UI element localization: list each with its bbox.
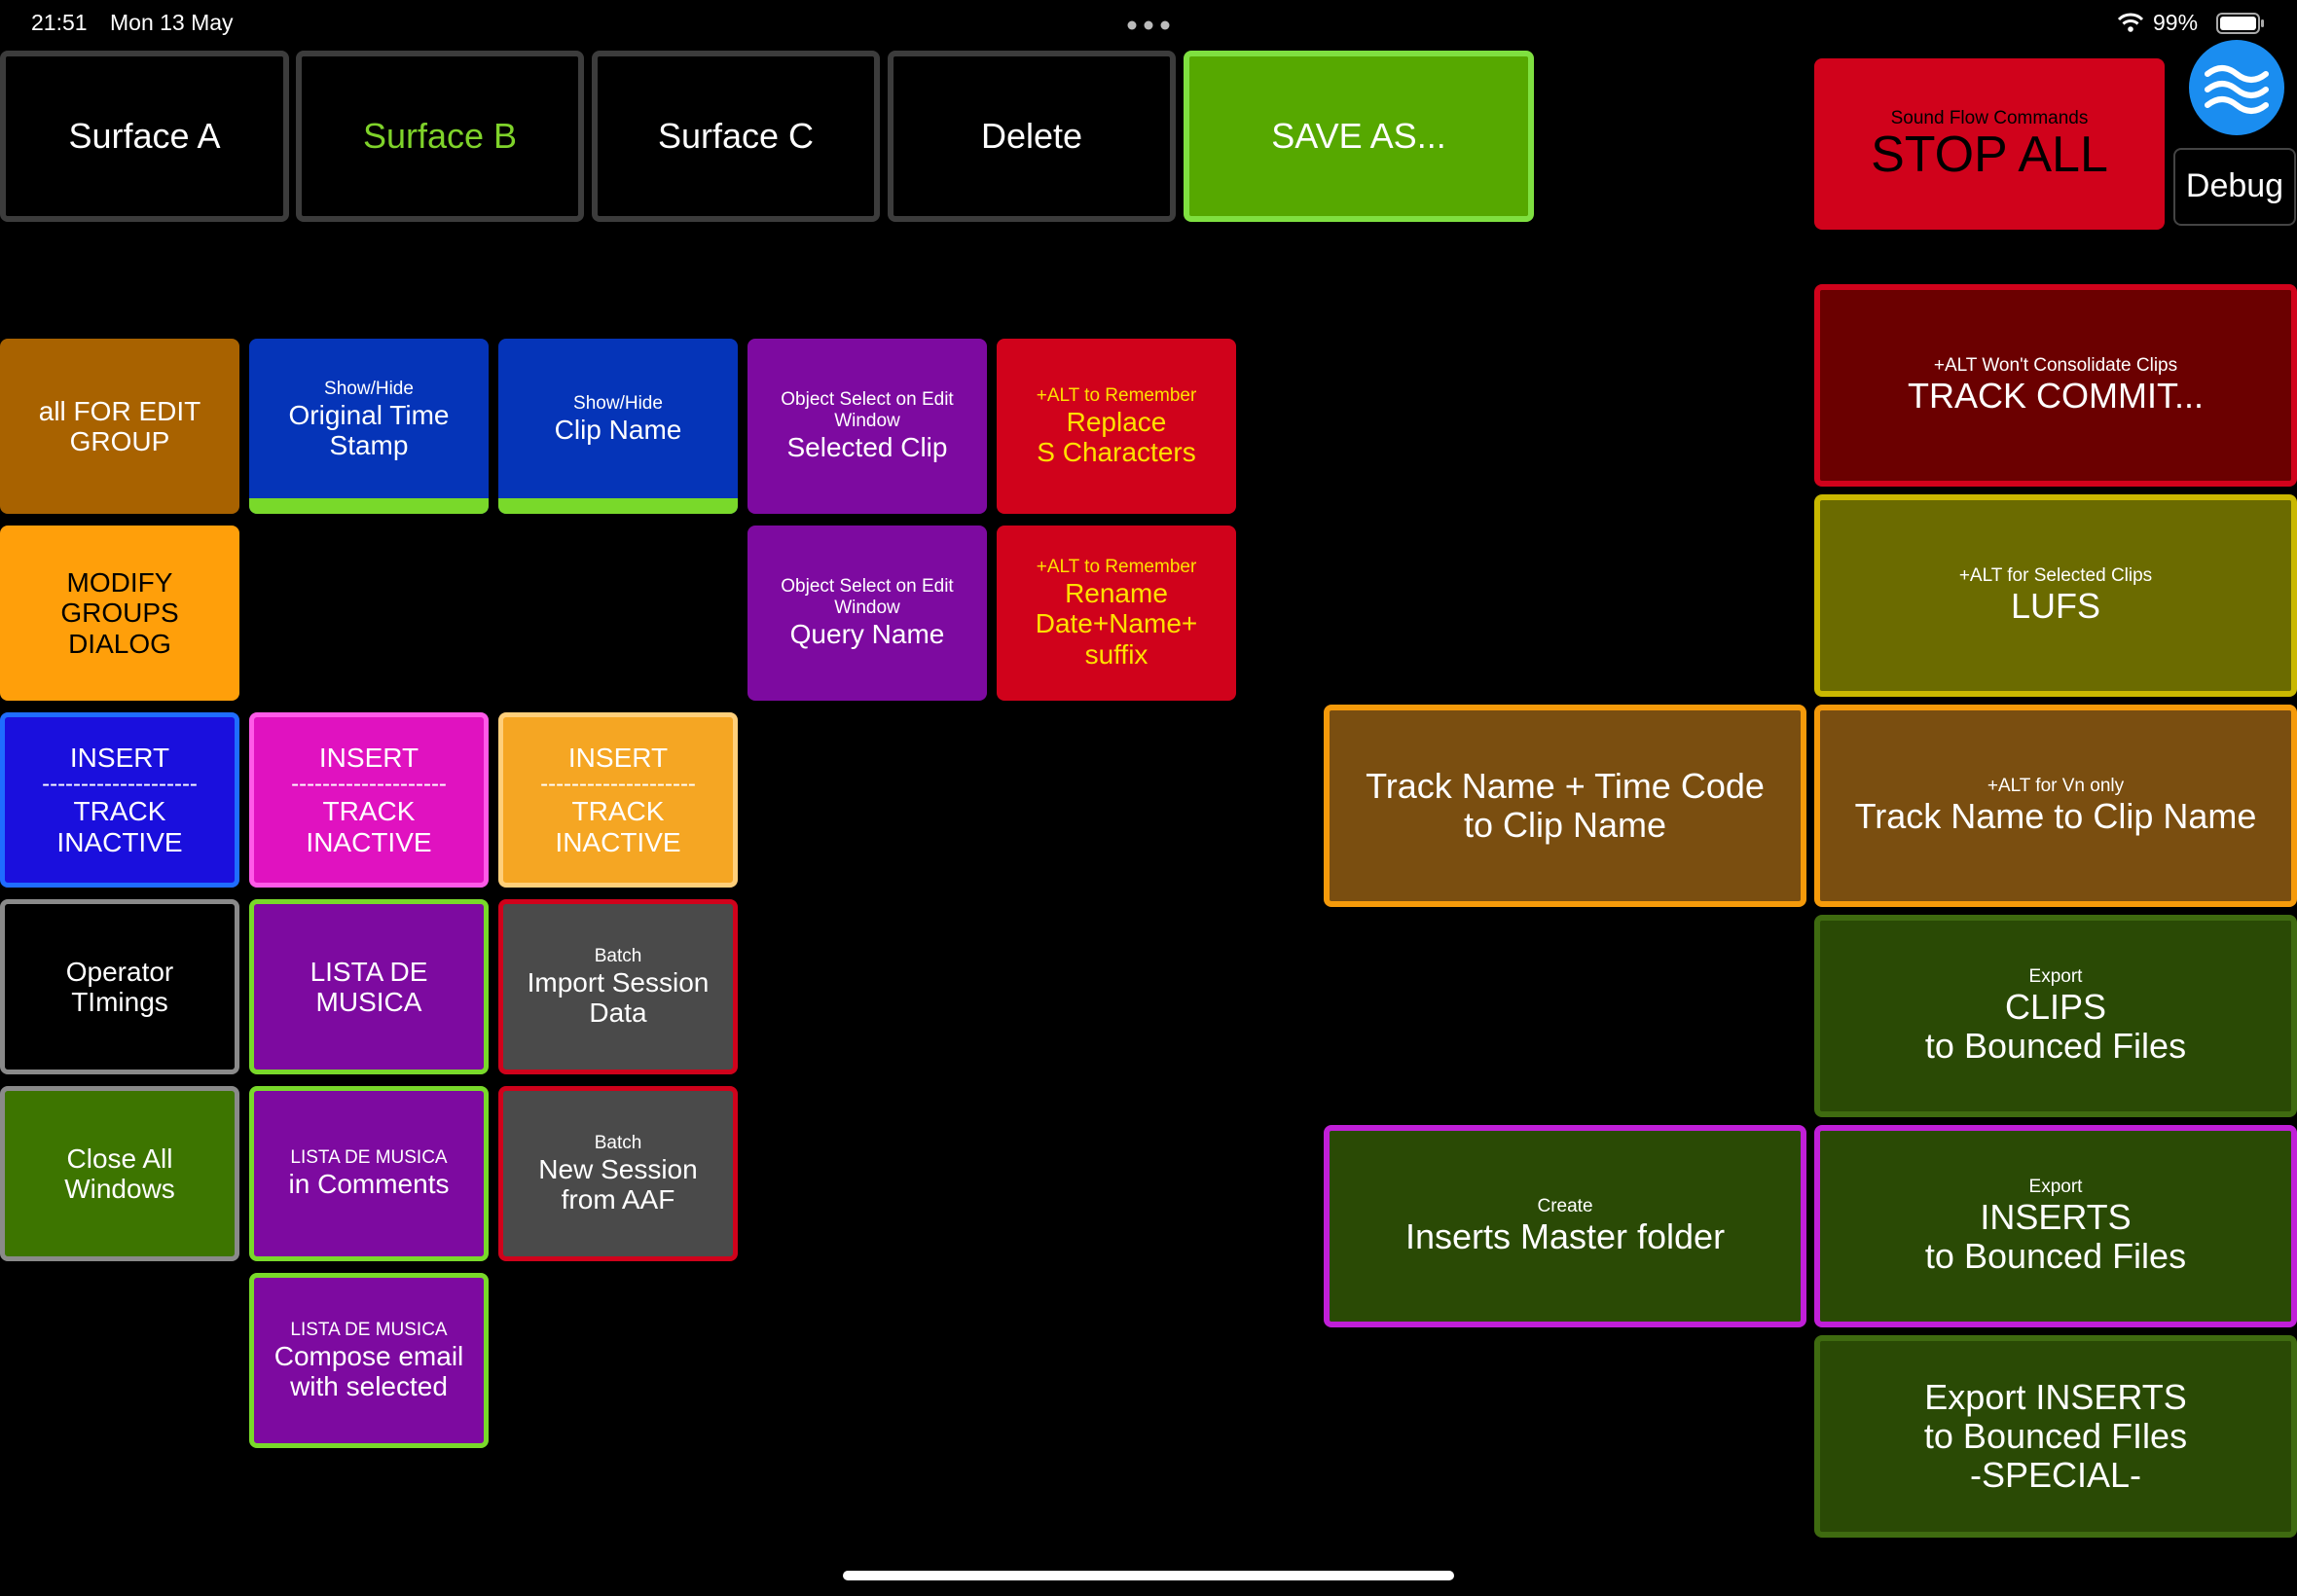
query-name-button[interactable]: Object Select on Edit Window Query Name: [747, 526, 987, 701]
save-as-button[interactable]: SAVE AS...: [1184, 51, 1534, 222]
track-name-timecode-button[interactable]: Track Name + Time Code to Clip Name: [1324, 705, 1806, 907]
status-time: 21:51: [31, 10, 88, 35]
battery-icon: [2216, 12, 2265, 35]
export-inserts-special-label: Export INSERTS to Bounced FIles -SPECIAL…: [1923, 1376, 2188, 1496]
wifi-icon: [2117, 12, 2144, 33]
track-commit-label: TRACK COMMIT...: [1908, 375, 2204, 416]
stop-all-button[interactable]: Sound Flow Commands STOP ALL: [1814, 58, 2165, 230]
lista-in-comments-sub: LISTA DE MUSICA: [290, 1147, 448, 1169]
replace-characters-sub: +ALT to Remember: [1036, 384, 1197, 406]
export-inserts-special-button[interactable]: Export INSERTS to Bounced FIles -SPECIAL…: [1814, 1335, 2297, 1538]
export-inserts-label: INSERTS to Bounced Files: [1924, 1196, 2187, 1277]
replace-characters-label: Replace S Characters: [1037, 406, 1196, 467]
surface-c-button[interactable]: Surface C: [592, 51, 880, 222]
clip-name-label: Clip Name: [554, 415, 682, 446]
original-time-stamp-label: Original Time Stamp: [288, 399, 450, 460]
export-clips-sub: Export: [2028, 965, 2083, 987]
close-all-windows-button[interactable]: Close All Windows: [0, 1086, 239, 1261]
surface-b-button[interactable]: Surface B: [296, 51, 584, 222]
export-clips-button[interactable]: Export CLIPS to Bounced Files: [1814, 915, 2297, 1117]
insert-track-inactive-orange-button[interactable]: INSERT -------------------- TRACK INACTI…: [498, 712, 738, 888]
insert-label: INSERT: [567, 742, 669, 773]
select-selected-clip-sub: Object Select on Edit Window: [781, 389, 954, 432]
inserts-master-folder-button[interactable]: Create Inserts Master folder: [1324, 1125, 1806, 1327]
rename-date-name-suffix-button[interactable]: +ALT to Remember Rename Date+Name+ suffi…: [997, 526, 1236, 701]
track-name-label: Track Name to Clip Name: [1854, 795, 2257, 836]
insert-label: INSERT: [69, 742, 170, 773]
track-inactive-label: TRACK INACTIVE: [555, 796, 681, 857]
all-for-edit-label: all FOR EDIT GROUP: [38, 395, 201, 456]
operator-timings-label: Operator TImings: [65, 956, 174, 1017]
track-name-timecode-label: Track Name + Time Code to Clip Name: [1366, 765, 1765, 845]
export-inserts-button[interactable]: Export INSERTS to Bounced Files: [1814, 1125, 2297, 1327]
export-inserts-sub: Export: [2028, 1176, 2083, 1197]
track-commit-sub: +ALT Won't Consolidate Clips: [1933, 354, 2178, 376]
track-inactive-label: TRACK INACTIVE: [306, 796, 432, 857]
insert-track-inactive-blue-button[interactable]: INSERT -------------------- TRACK INACTI…: [0, 712, 239, 888]
import-session-sub: Batch: [594, 945, 642, 966]
battery-percent: 99%: [2153, 10, 2199, 35]
modify-groups-label: MODIFY GROUPS DIALOG: [60, 566, 179, 659]
query-name-label: Query Name: [789, 619, 945, 650]
track-name-to-clip-name-button[interactable]: +ALT for Vn only Track Name to Clip Name: [1814, 705, 2297, 907]
debug-button[interactable]: Debug: [2173, 148, 2296, 226]
multitask-dots-icon[interactable]: [1126, 18, 1171, 30]
operator-timings-button[interactable]: Operator TImings: [0, 899, 239, 1074]
rename-sub: +ALT to Remember: [1036, 557, 1197, 578]
stop-all-sub: Sound Flow Commands: [1890, 107, 2089, 128]
status-date: Mon 13 May: [110, 10, 234, 35]
new-session-label: New Session from AAF: [538, 1153, 698, 1215]
home-indicator[interactable]: [843, 1571, 1454, 1580]
modify-groups-dialog-button[interactable]: MODIFY GROUPS DIALOG: [0, 526, 239, 701]
track-name-sub: +ALT for Vn only: [1987, 775, 2125, 796]
clip-name-button[interactable]: Show/Hide Clip Name: [498, 339, 738, 514]
all-for-edit-group-button[interactable]: all FOR EDIT GROUP: [0, 339, 239, 514]
original-time-stamp-sub: Show/Hide: [324, 378, 414, 399]
inserts-master-sub: Create: [1537, 1195, 1593, 1216]
lufs-sub: +ALT for Selected Clips: [1958, 564, 2153, 586]
import-session-data-button[interactable]: Batch Import Session Data: [498, 899, 738, 1074]
replace-characters-button[interactable]: +ALT to Remember Replace S Characters: [997, 339, 1236, 514]
active-indicator: [249, 498, 489, 514]
rename-label: Rename Date+Name+ suffix: [1035, 577, 1198, 670]
divider-dashes: --------------------: [291, 773, 447, 797]
compose-email-button[interactable]: LISTA DE MUSICA Compose email with selec…: [249, 1273, 489, 1448]
compose-email-label: Compose email with selected: [273, 1340, 464, 1401]
lista-de-musica-button[interactable]: LISTA DE MUSICA: [249, 899, 489, 1074]
inserts-master-label: Inserts Master folder: [1404, 1215, 1726, 1256]
select-selected-clip-label: Selected Clip: [786, 432, 948, 463]
lista-in-comments-button[interactable]: LISTA DE MUSICA in Comments: [249, 1086, 489, 1261]
soundflow-logo-icon[interactable]: [2188, 39, 2285, 136]
lufs-button[interactable]: +ALT for Selected Clips LUFS: [1814, 494, 2297, 697]
import-session-label: Import Session Data: [527, 966, 710, 1028]
active-indicator: [498, 498, 738, 514]
new-session-from-aaf-button[interactable]: Batch New Session from AAF: [498, 1086, 738, 1261]
surface-a-button[interactable]: Surface A: [0, 51, 289, 222]
export-clips-label: CLIPS to Bounced Files: [1924, 986, 2187, 1067]
original-time-stamp-button[interactable]: Show/Hide Original Time Stamp: [249, 339, 489, 514]
stop-all-label: STOP ALL: [1871, 127, 2108, 184]
lista-in-comments-label: in Comments: [288, 1169, 450, 1200]
track-commit-button[interactable]: +ALT Won't Consolidate Clips TRACK COMMI…: [1814, 284, 2297, 487]
divider-dashes: --------------------: [42, 773, 198, 797]
select-selected-clip-button[interactable]: Object Select on Edit Window Selected Cl…: [747, 339, 987, 514]
insert-label: INSERT: [318, 742, 419, 773]
divider-dashes: --------------------: [540, 773, 696, 797]
insert-track-inactive-pink-button[interactable]: INSERT -------------------- TRACK INACTI…: [249, 712, 489, 888]
lufs-label: LUFS: [2010, 585, 2101, 626]
close-all-windows-label: Close All Windows: [64, 1143, 175, 1204]
lista-de-musica-label: LISTA DE MUSICA: [310, 956, 428, 1017]
delete-button[interactable]: Delete: [888, 51, 1176, 222]
track-inactive-label: TRACK INACTIVE: [56, 796, 183, 857]
clip-name-sub: Show/Hide: [573, 393, 663, 415]
compose-email-sub: LISTA DE MUSICA: [290, 1319, 448, 1340]
query-name-sub: Object Select on Edit Window: [781, 576, 954, 619]
new-session-sub: Batch: [594, 1132, 642, 1153]
